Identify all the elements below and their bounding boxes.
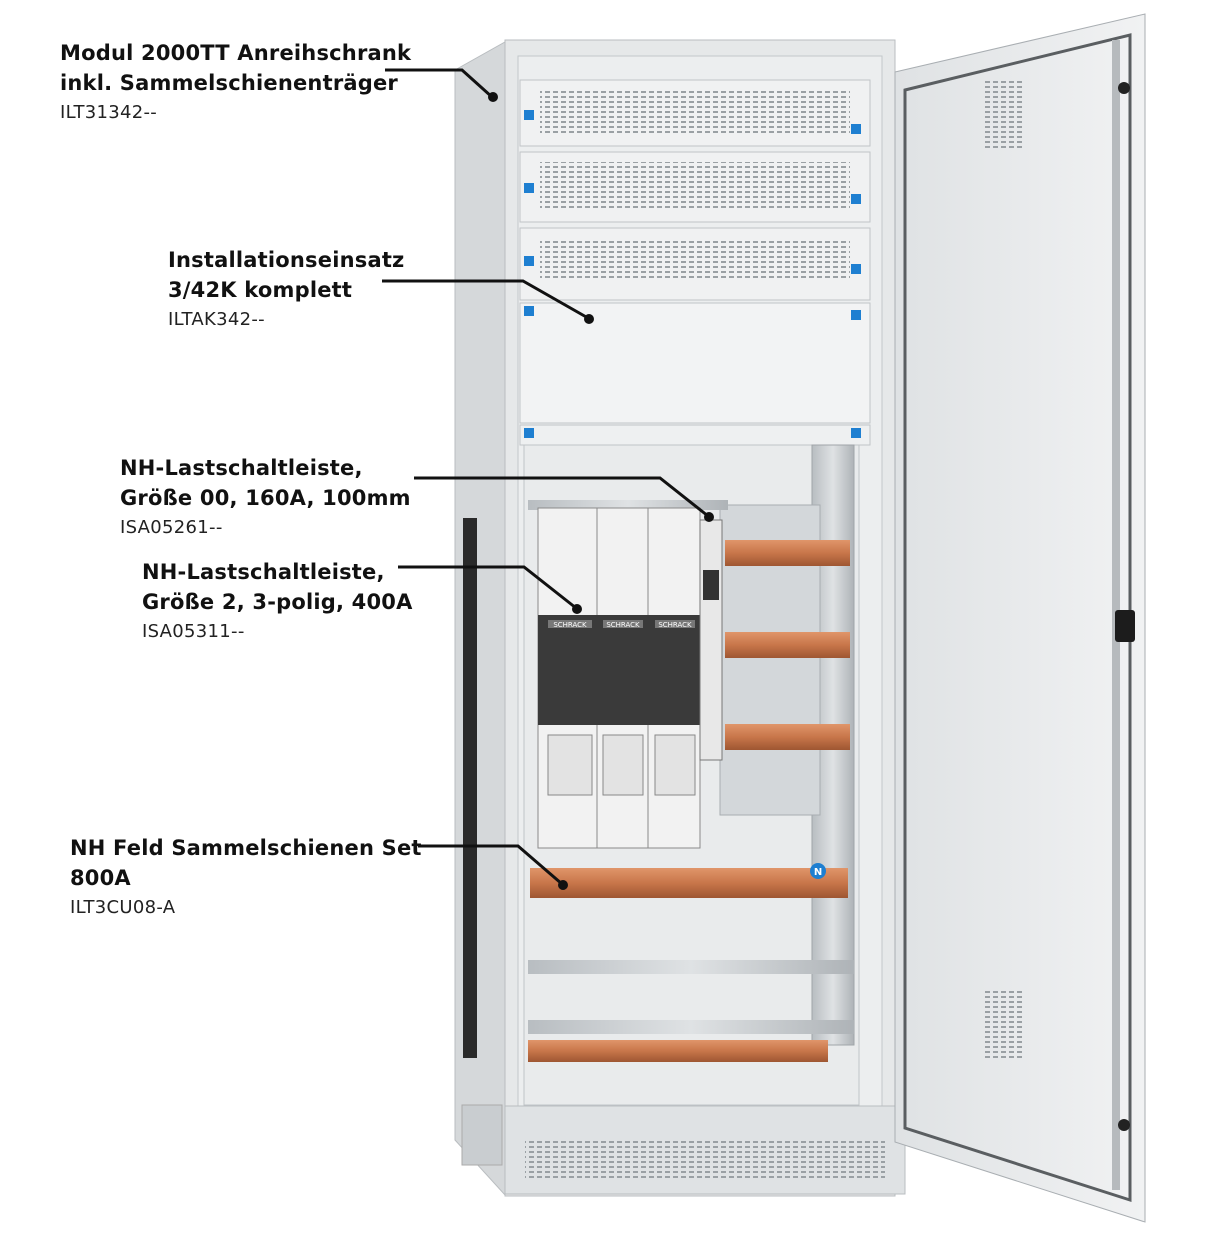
callout-cabinet-title: Modul 2000TT Anreihschrank inkl. Sammels… [60, 41, 412, 95]
brand-mark-1: SCHRACK [553, 621, 587, 629]
neutral-terminal [810, 863, 826, 879]
busbar-set-800a: N [528, 863, 848, 1062]
callout-installation-insert: Installationseinsatz 3/42K komplett ILTA… [168, 245, 404, 333]
callout-installation-insert-code: ILTAK342-- [168, 309, 265, 330]
callout-busbar-set-title: NH Feld Sammelschienen Set 800A [70, 836, 422, 890]
installation-insert-panels [519, 79, 871, 446]
callout-cabinet: Modul 2000TT Anreihschrank inkl. Sammels… [60, 38, 411, 126]
busbars-vertical-field [725, 540, 850, 750]
callout-busbar-set: NH Feld Sammelschienen Set 800A ILT3CU08… [70, 833, 422, 921]
callout-fuse-strip-00: NH-Lastschaltleiste, Größe 00, 160A, 100… [120, 453, 411, 541]
callout-fuse-strip-00-title: NH-Lastschaltleiste, Größe 00, 160A, 100… [120, 456, 411, 510]
callout-fuse-strip-00-code: ISA05261-- [120, 517, 223, 538]
side-cable-slot [463, 518, 477, 1058]
callout-installation-insert-title: Installationseinsatz 3/42K komplett [168, 248, 405, 302]
door-handle [1115, 610, 1135, 642]
brand-mark-3: SCHRACK [658, 621, 692, 629]
neutral-label: N [814, 867, 822, 878]
callout-fuse-strip-2: NH-Lastschaltleiste, Größe 2, 3-polig, 4… [142, 557, 413, 645]
callout-fuse-strip-2-code: ISA05311-- [142, 621, 245, 642]
door-vent-bottom [985, 990, 1025, 1060]
cabinet-door [894, 13, 1146, 1223]
callout-leaders [382, 68, 714, 890]
callout-fuse-strip-2-title: NH-Lastschaltleiste, Größe 2, 3-polig, 4… [142, 560, 413, 614]
fuse-switch-strips: SCHRACK SCHRACK SCHRACK [537, 507, 723, 849]
brand-mark-2: SCHRACK [606, 621, 640, 629]
callout-busbar-set-code: ILT3CU08-A [70, 897, 176, 918]
plinth-vent [525, 1140, 885, 1180]
callout-cabinet-code: ILT31342-- [60, 102, 158, 123]
door-vent-top [985, 80, 1025, 150]
